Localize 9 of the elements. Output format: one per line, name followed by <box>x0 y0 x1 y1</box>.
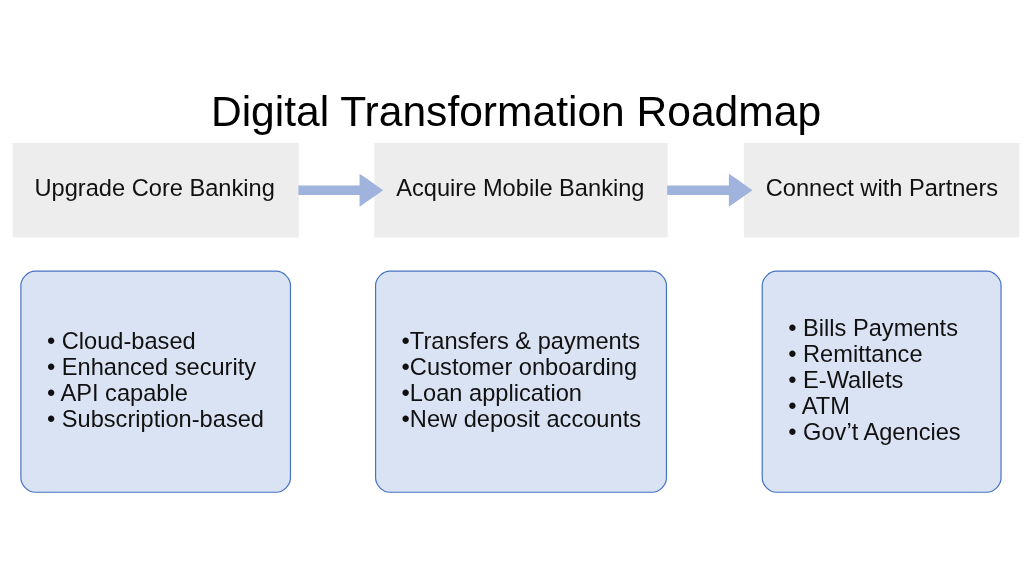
node-box: • Bills Payments • Remittance • E-Wallets • ATM • Gov’t Agencies <box>761 270 1002 493</box>
arrow <box>667 173 753 207</box>
node-box: Connect with Partners <box>743 142 1020 237</box>
node-box: Upgrade Core Banking <box>12 142 299 237</box>
node-box: Acquire Mobile Banking <box>374 142 668 237</box>
node-box: • Cloud-based • Enhanced security • API capable • Subscription-based <box>20 270 292 493</box>
node-box: •Transfers & payments •Customer onboarding •Loan application •New deposit accounts <box>375 270 668 493</box>
diagram-title: Digital Transformation Roadmap <box>210 86 822 135</box>
arrow <box>298 173 384 207</box>
